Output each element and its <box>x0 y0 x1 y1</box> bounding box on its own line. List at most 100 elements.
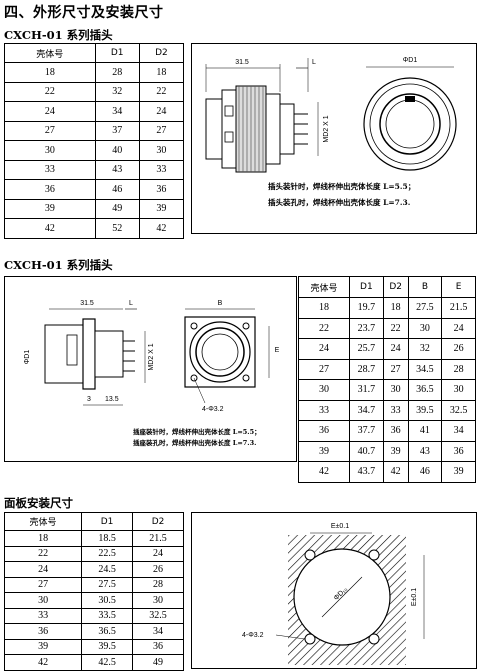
header-cell: 壳体号 <box>297 276 351 298</box>
cell: 33 <box>297 399 351 421</box>
cell: 24 <box>3 561 83 578</box>
cell: 18 <box>138 62 185 83</box>
cell: 25.7 <box>349 338 384 360</box>
cell: 22.5 <box>81 545 134 562</box>
cell: 30 <box>4 140 96 161</box>
cell: 32 <box>407 338 443 360</box>
cell: 28.7 <box>349 358 384 380</box>
cell: 36 <box>382 420 409 442</box>
cell: 32.5 <box>132 607 184 624</box>
cell: 18 <box>4 62 96 83</box>
cell: 24 <box>138 101 185 122</box>
cell: 28 <box>441 358 476 380</box>
cell: 46 <box>94 179 140 200</box>
cell: 27.5 <box>407 297 443 319</box>
section1-note-1: 插头装针时，焊线杯伸出壳体长度 L=5.5； <box>268 182 416 191</box>
cell: 34 <box>132 623 184 640</box>
cell: 27 <box>138 120 185 141</box>
cell: 39.5 <box>407 399 443 421</box>
cell: 27 <box>382 358 409 380</box>
cell: 33 <box>382 399 409 421</box>
cell: 40 <box>94 140 140 161</box>
header-cell: D1 <box>349 276 384 298</box>
cell: 34 <box>441 420 476 442</box>
cell: 18 <box>382 297 409 319</box>
cell: 36 <box>297 420 351 442</box>
cell: 24 <box>441 317 476 339</box>
cell: 36.5 <box>407 379 443 401</box>
cell: 22 <box>3 545 83 562</box>
cell: 42 <box>138 218 185 239</box>
cell: 22 <box>382 317 409 339</box>
cell: 42 <box>3 654 83 671</box>
section2-note-1: 插座装针时，焊线杯伸出壳体长度 L=5.5； <box>133 428 261 436</box>
section2-note-2: 插座装孔时，焊线杯伸出壳体长度 L=7.3. <box>133 439 257 447</box>
cell: 49 <box>94 198 140 219</box>
cell: 26 <box>441 338 476 360</box>
cell: 36 <box>441 440 476 462</box>
cell: 22 <box>4 81 96 102</box>
dim-length-label: 31.5 <box>235 59 249 66</box>
cell: 43 <box>407 440 443 462</box>
cell: 32 <box>94 81 140 102</box>
cell: 27 <box>3 576 83 593</box>
dim-holes-label: 4-Φ3.2 <box>202 406 224 413</box>
cell: 31.7 <box>349 379 384 401</box>
dim-md2-label: MD2 X 1 <box>323 115 330 142</box>
header-cell: 壳体号 <box>4 43 96 63</box>
cell: 27 <box>4 120 96 141</box>
cell: 39.5 <box>81 638 134 655</box>
cell: 28 <box>94 62 140 83</box>
panel-cutout-drawing: E±0.1 ΦD₁₀ E±0.1 4-Φ3.2 <box>242 523 425 665</box>
dim-b-label: B <box>218 300 223 307</box>
dim-l-label: L <box>129 300 133 307</box>
cell: 43 <box>94 159 140 180</box>
cell: 39 <box>3 638 83 655</box>
dim-md2-label: MD2 X 1 <box>148 343 155 370</box>
dim-e-side-label: E±0.1 <box>411 588 418 606</box>
cell: 39 <box>138 198 185 219</box>
section2-title: CXCH-01 系列插头 <box>4 258 113 272</box>
dim-phid1-label: ΦD1 <box>24 350 31 365</box>
cell: 18 <box>297 297 351 319</box>
cell: 30 <box>132 592 184 609</box>
cell: 40.7 <box>349 440 384 462</box>
cell: 30 <box>138 140 185 161</box>
dim-135-label: 13.5 <box>105 396 119 403</box>
section1-title: CXCH-01 系列插头 <box>4 28 113 42</box>
cell: 36.5 <box>81 623 134 640</box>
dim-l-label: L <box>312 59 316 66</box>
cell: 23.7 <box>349 317 384 339</box>
header-cell: B <box>407 276 443 298</box>
cell: 39 <box>4 198 96 219</box>
cell: 30 <box>297 379 351 401</box>
cell: 30 <box>441 379 476 401</box>
cell: 42 <box>297 461 351 483</box>
header-cell: D2 <box>138 43 185 63</box>
header-cell: D1 <box>94 43 140 63</box>
cell: 36 <box>132 638 184 655</box>
cell: 24 <box>297 338 351 360</box>
dim-phid1-label: ΦD1 <box>403 57 418 64</box>
plug-side-view-drawing: 31.5 L MD2 X 1 ΦD1 插头装针时，焊线杯伸 <box>205 57 457 207</box>
cell: 18 <box>3 530 83 547</box>
cell: 36 <box>3 623 83 640</box>
cell: 21.5 <box>441 297 476 319</box>
cell: 28 <box>132 576 184 593</box>
